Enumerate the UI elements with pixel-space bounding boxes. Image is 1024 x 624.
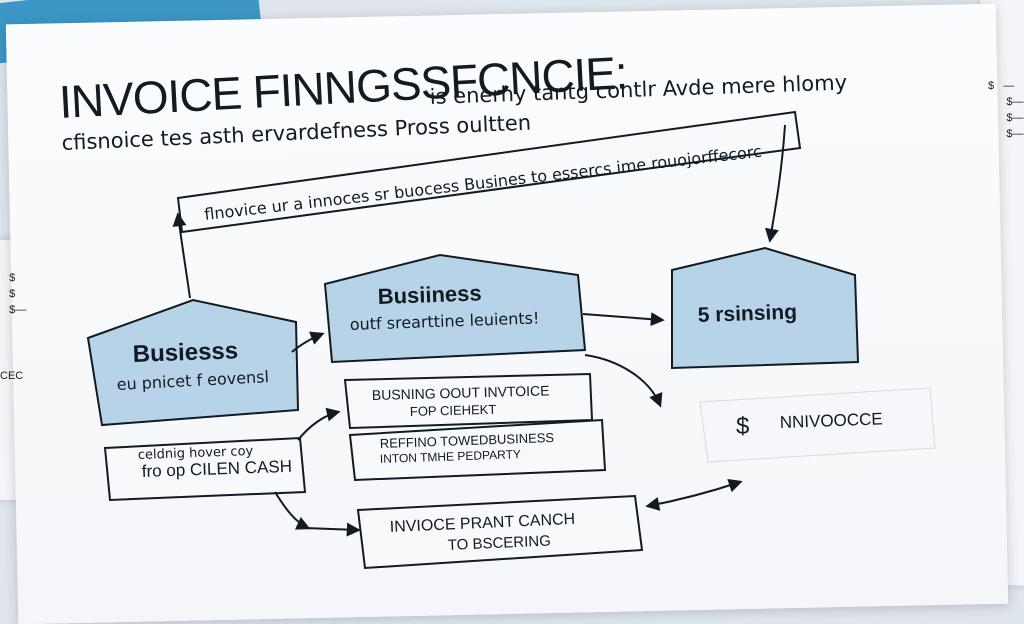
margin-note: $ — [988, 80, 1015, 92]
invoice-tag-symbol: $ [736, 413, 749, 440]
margin-note: $ [0, 288, 16, 300]
arrow-right-down [764, 124, 786, 243]
arrow-bottom-to-invoice [645, 478, 743, 511]
arrow-left-to-center [291, 331, 325, 353]
business-right-title: 5 rsinsing [697, 301, 797, 327]
invoice-tag [699, 387, 936, 463]
business-center-title: Busiiness [377, 280, 482, 309]
box-invoice-client-line2: FOP CIEHEKT [410, 402, 497, 419]
box-cash [103, 436, 307, 502]
box-invoice-client-line1: BUSNING OOUT INVTOICE [372, 382, 550, 403]
margin-note: $— [988, 112, 1024, 124]
arrow-left-up [172, 212, 191, 299]
box-property [348, 418, 607, 482]
arrow-center-to-right [582, 312, 665, 327]
arrow-to-bottom-box [304, 522, 361, 537]
box-bottom [356, 494, 644, 570]
business-right-box [671, 246, 860, 370]
box-bottom-line2: TO BSCERING [447, 533, 551, 554]
business-center-box [323, 253, 587, 364]
margin-note: $ [0, 272, 16, 284]
arrow-cash-to-invoice-client [297, 407, 341, 441]
business-left-title: Busiesss [132, 337, 238, 368]
invoice-tag-label: NNIVOOCCE [779, 409, 883, 432]
margin-note: $— [988, 96, 1024, 108]
invoice-financing-diagram: INVOICE FINNGSSFCNCIE: is enerhy tantg c… [58, 46, 936, 570]
margin-note: $— [988, 128, 1024, 140]
margin-note: $— [0, 304, 27, 316]
box-property-line2: INTON TMHE PEDPARTY [380, 447, 522, 466]
arrow-center-to-invoice [584, 354, 663, 408]
box-property-line1: REFFINO TOWEDBUSINESS [380, 430, 555, 451]
right-margin-notes: $ — $— $— $— [988, 78, 1023, 142]
business-left-box [86, 298, 300, 427]
box-cash-line1: celdnig hover coy [138, 444, 254, 463]
left-margin-notes: $ $ $— [0, 270, 26, 318]
arrow-cash-down [274, 491, 311, 530]
left-margin-label: CEC [0, 370, 24, 382]
